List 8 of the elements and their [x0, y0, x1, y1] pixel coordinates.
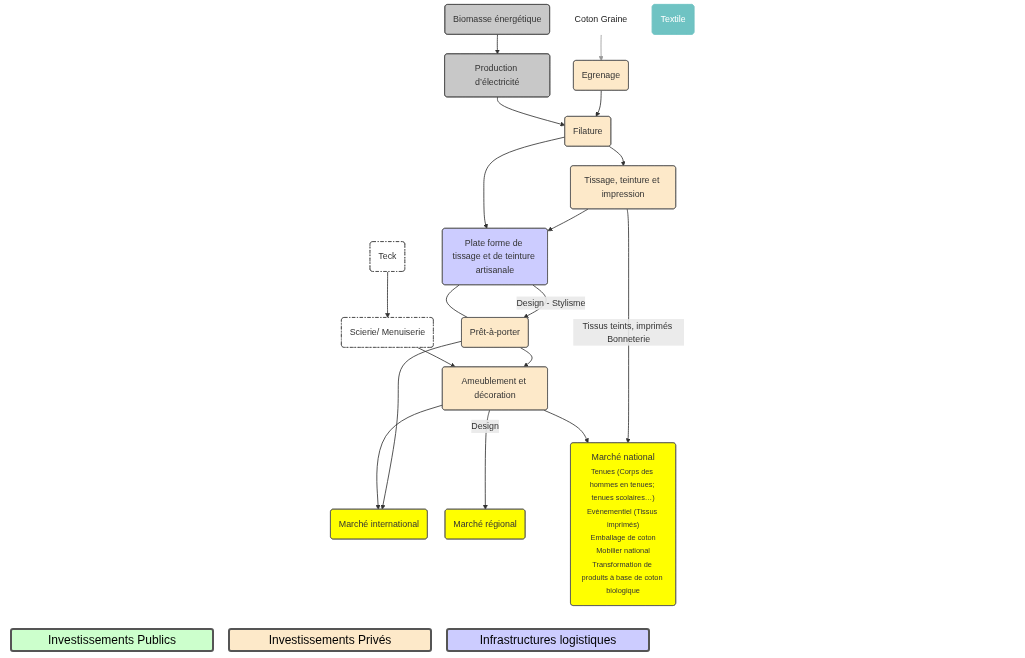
connector — [446, 284, 469, 319]
edge-label: Design - Stylisme — [516, 298, 586, 308]
legend-entry: Investissements Privés — [228, 628, 432, 652]
legend-entry: Infrastructures logistiques — [446, 628, 650, 652]
edge-label: Tissus teints, imprimés Bonneterie — [582, 320, 673, 344]
node-text: Coton Graine — [574, 14, 628, 24]
legend-entry: Investissements Publics — [10, 628, 214, 652]
edge-label: Design — [471, 421, 500, 431]
